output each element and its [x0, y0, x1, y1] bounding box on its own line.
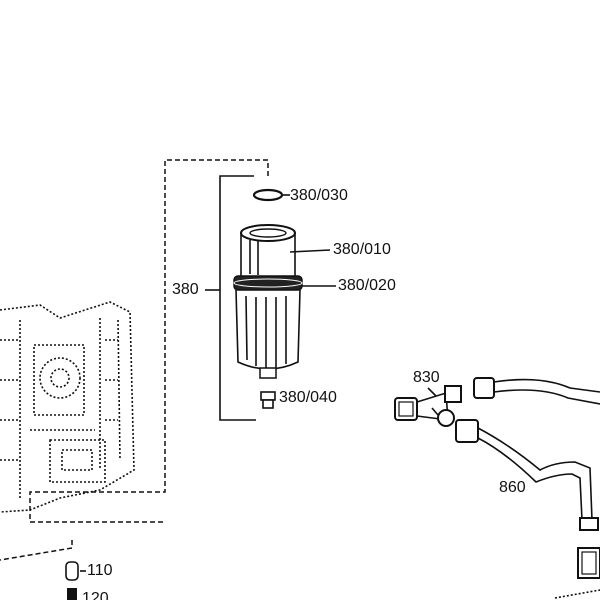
- group-380-bracket: [205, 175, 256, 421]
- callout-380: 380: [172, 281, 199, 298]
- o-ring-icon: [252, 188, 290, 202]
- fuel-pipe-icon: [455, 377, 600, 599]
- part-110-icon: [65, 561, 86, 600]
- assembly-dashed-bracket: [0, 159, 269, 561]
- pump-housing-icon: [0, 301, 135, 513]
- callout-830: 830: [413, 369, 440, 386]
- callout-120: 120: [82, 591, 109, 600]
- callout-380-040: 380/040: [279, 389, 337, 406]
- callout-860: 860: [499, 479, 526, 496]
- fuel-filter-icon: [233, 224, 336, 379]
- callout-380-030: 380/030: [290, 187, 348, 204]
- callout-380-010: 380/010: [333, 241, 391, 258]
- drain-plug-icon: [260, 391, 276, 409]
- callout-380-020: 380/020: [338, 277, 396, 294]
- banjo-fitting-icon: [394, 385, 462, 427]
- callout-110: 110: [87, 562, 113, 579]
